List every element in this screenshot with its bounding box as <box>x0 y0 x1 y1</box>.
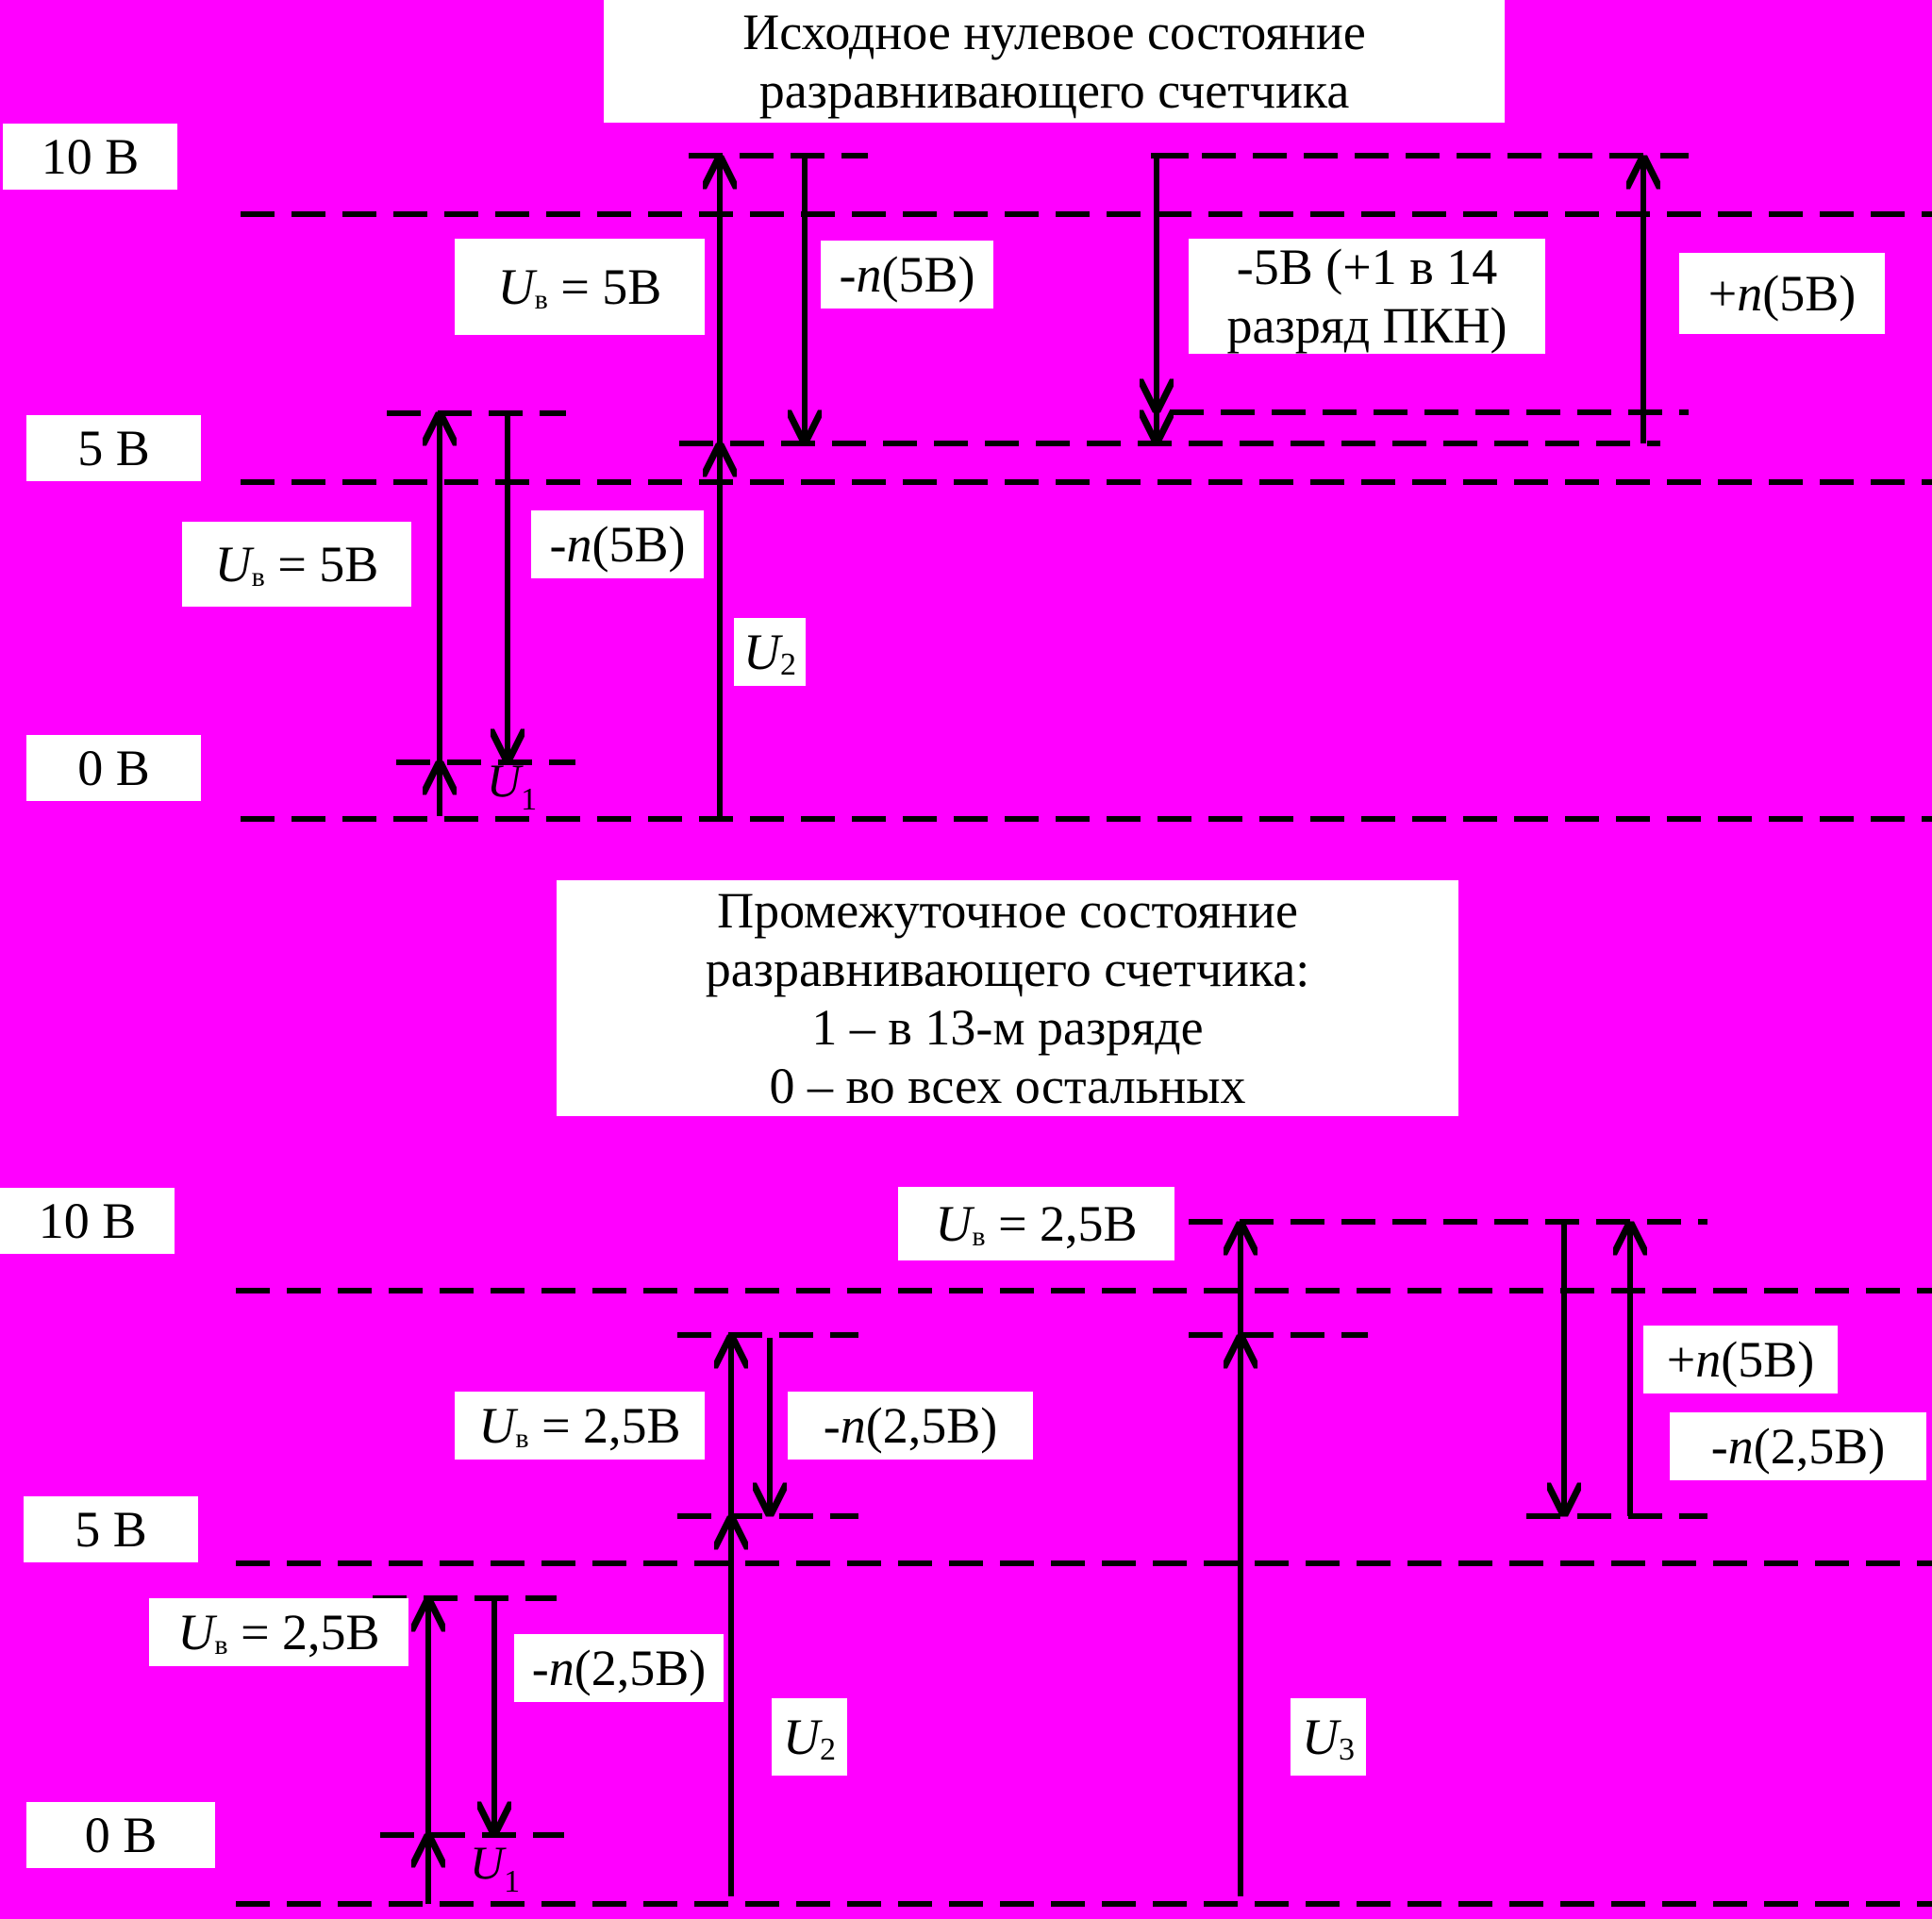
minus-n-25b-mid-label: -n (2,5B) <box>788 1392 1033 1460</box>
n-symbol: n <box>1737 265 1763 322</box>
level-label-0v-top: 0 В <box>26 735 201 801</box>
value-5b: (5B) <box>1721 1331 1815 1388</box>
subscript-2: 2 <box>820 1732 836 1767</box>
plus-n-5b-label: +n (5B) <box>1679 253 1885 334</box>
subscript-2: 2 <box>780 647 796 682</box>
subscript-1: 1 <box>521 782 538 817</box>
minus-5b-carry-label: -5B (+1 в 14 разряд ПКН) <box>1189 239 1545 354</box>
title-intermediate-line-1: Промежуточное состояние <box>717 882 1298 939</box>
minus-sign: - <box>823 1397 841 1454</box>
title-intermediate-state: Промежуточное состояние разравнивающего … <box>557 880 1458 1116</box>
value-25b: (2,5B) <box>574 1640 707 1696</box>
plus-sign: + <box>1666 1331 1696 1388</box>
subscript-v: в <box>214 1629 228 1660</box>
n-symbol: n <box>548 1640 575 1696</box>
uv-value: = 2,5B <box>541 1397 681 1454</box>
title-intermediate-line-4: 0 – во всех остальных <box>769 1058 1246 1114</box>
level-label-10v-top: 10 В <box>3 124 177 190</box>
title-initial-state: Исходное нулевое состояние разравнивающе… <box>604 0 1505 123</box>
minus-n-25b-low-label: -n (2,5B) <box>514 1634 724 1702</box>
level-label-0v-bottom: 0 В <box>26 1802 215 1868</box>
subscript-v: в <box>251 561 265 592</box>
u-symbol: U <box>743 624 780 680</box>
n-symbol: n <box>856 246 882 303</box>
level-label-5v-bottom: 5 В <box>24 1496 198 1562</box>
minus5-line-1: -5B (+1 в 14 <box>1236 239 1498 295</box>
u1-top-label: U1 <box>487 753 537 817</box>
u-symbol: U <box>487 754 522 807</box>
minus-sign: - <box>549 516 567 573</box>
minus-n-5b-lower-label: -n (5B) <box>531 510 704 578</box>
u-symbol: U <box>1302 1709 1339 1765</box>
value-5b: (5B) <box>1762 265 1857 322</box>
minus5-line-2: разряд ПКН) <box>1226 297 1507 354</box>
subscript-v: в <box>972 1221 986 1252</box>
title-initial-line-1: Исходное нулевое состояние <box>742 4 1366 60</box>
minus-sign: - <box>531 1640 549 1696</box>
u-symbol: U <box>935 1195 973 1252</box>
u-symbol: U <box>497 259 535 315</box>
value-5b: (5B) <box>881 246 975 303</box>
subscript-1: 1 <box>504 1864 521 1899</box>
u-symbol: U <box>478 1397 516 1454</box>
subscript-3: 3 <box>1339 1732 1355 1767</box>
minus-sign: - <box>1710 1418 1728 1475</box>
level-label-10v-bottom: 10 В <box>0 1188 175 1254</box>
minus-n-5b-upper-label: -n (5B) <box>821 241 993 309</box>
plus-n-5b-bottom-label: +n (5B) <box>1643 1326 1838 1393</box>
uv-value: = 5B <box>277 536 379 592</box>
uv-value: = 5B <box>560 259 662 315</box>
value-5b: (5B) <box>591 516 686 573</box>
subscript-v: в <box>515 1423 529 1454</box>
uv-value: = 2,5B <box>241 1604 380 1660</box>
title-intermediate-line-3: 1 – в 13-м разряде <box>811 999 1204 1056</box>
u-symbol: U <box>783 1709 820 1765</box>
n-symbol: n <box>1727 1418 1754 1475</box>
value-25b: (2,5B) <box>865 1397 998 1454</box>
n-symbol: n <box>566 516 592 573</box>
minus-sign: - <box>839 246 857 303</box>
title-intermediate-line-2: разравнивающего счетчика: <box>705 941 1310 997</box>
uv-value: = 2,5B <box>998 1195 1138 1252</box>
n-symbol: n <box>840 1397 866 1454</box>
plus-sign: + <box>1707 265 1738 322</box>
subscript-v: в <box>534 284 548 315</box>
u-symbol: U <box>470 1836 505 1889</box>
minus-n-25b-right-label: -n (2,5B) <box>1670 1412 1926 1480</box>
level-label-5v-top: 5 В <box>26 415 201 481</box>
value-25b: (2,5B) <box>1753 1418 1886 1475</box>
u1-bottom-label: U1 <box>470 1835 520 1899</box>
u-symbol: U <box>177 1604 215 1660</box>
u-symbol: U <box>214 536 252 592</box>
title-initial-line-2: разравнивающего счетчика <box>758 62 1350 119</box>
n-symbol: n <box>1695 1331 1722 1388</box>
